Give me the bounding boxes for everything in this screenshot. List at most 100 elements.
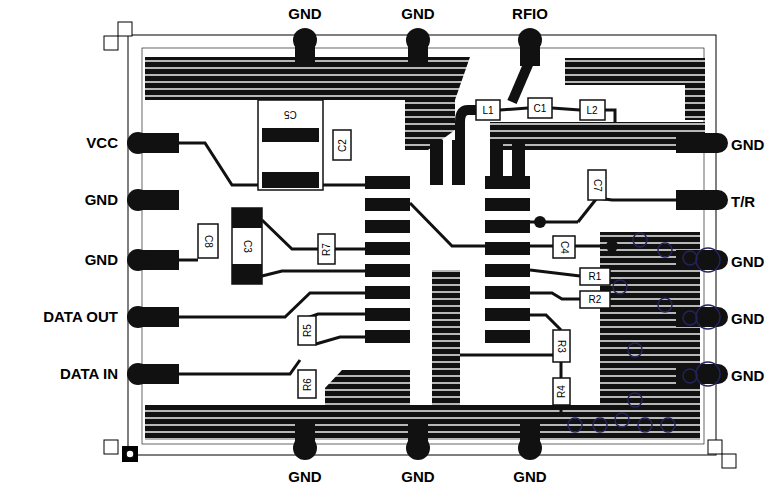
pin-name: RFIO <box>512 6 548 23</box>
ic-pin <box>365 264 410 277</box>
edge-pad-end <box>708 190 728 210</box>
ic-pin <box>490 140 503 185</box>
component-body <box>553 378 570 405</box>
part-name: R6 <box>301 377 312 392</box>
test-dot <box>534 216 546 228</box>
component-body <box>580 291 610 308</box>
component-body <box>553 236 575 258</box>
part-name: R7 <box>320 242 331 257</box>
part-name: R2 <box>588 294 603 305</box>
ic-pin <box>485 242 530 255</box>
corner-marker <box>104 36 118 50</box>
trace <box>335 248 365 251</box>
copper-pour <box>685 85 705 120</box>
via <box>696 305 720 329</box>
edge-pad-end <box>127 189 149 211</box>
via <box>628 393 642 407</box>
component-body <box>528 98 552 118</box>
component-pad <box>232 264 262 284</box>
pin-name: GND <box>288 6 321 23</box>
pin-name: DATA IN <box>60 366 118 383</box>
trace <box>262 271 365 276</box>
via <box>568 418 582 432</box>
corner-marker <box>104 440 118 454</box>
ic-pin <box>485 286 530 299</box>
ic-pin <box>430 140 443 185</box>
trace <box>552 108 580 110</box>
part-name: L1 <box>481 105 494 116</box>
part-name: C3 <box>241 239 252 254</box>
edge-pad-end <box>127 249 149 271</box>
edge-pad-end <box>406 28 430 52</box>
ic-pin <box>485 220 530 233</box>
ic-pin <box>452 140 465 185</box>
component-body <box>588 170 606 200</box>
pin-name: GND <box>731 311 764 328</box>
edge-pad-end <box>293 28 317 52</box>
part-name: C8 <box>202 234 213 249</box>
trace <box>178 360 300 374</box>
part-name: C5 <box>283 109 298 120</box>
trace <box>316 337 365 344</box>
pin-name: GND <box>731 368 764 385</box>
trace <box>560 405 563 412</box>
corner-marker <box>708 440 722 454</box>
pin-name: GND <box>731 137 764 154</box>
via <box>696 362 720 386</box>
via <box>633 233 647 247</box>
component-pad <box>262 128 319 142</box>
ic-pin <box>512 140 525 185</box>
trace <box>500 108 528 110</box>
pin-name: GND <box>85 192 118 209</box>
pin-name: GND <box>513 469 546 486</box>
trace <box>178 259 198 262</box>
copper-pour <box>325 370 410 405</box>
component-body <box>198 224 218 258</box>
pin-name: GND <box>85 252 118 269</box>
trace <box>605 110 615 122</box>
fiducial-target <box>126 450 134 458</box>
via <box>593 418 607 432</box>
copper-pour <box>432 270 460 405</box>
trace <box>530 293 580 299</box>
trace <box>597 198 676 200</box>
trace <box>530 315 561 330</box>
component-body <box>318 234 335 264</box>
board-inner-outline <box>142 48 704 444</box>
component-body <box>476 100 500 120</box>
via <box>683 369 697 383</box>
via <box>615 413 629 427</box>
part-name: R4 <box>555 384 566 399</box>
part-name: C7 <box>591 178 602 193</box>
part-name: C4 <box>558 240 569 255</box>
trace <box>578 198 597 222</box>
component-body <box>333 130 351 160</box>
component-body <box>232 208 262 284</box>
via <box>628 343 642 357</box>
via <box>683 311 697 325</box>
ic-pin <box>485 308 530 321</box>
rf-trace <box>512 60 530 102</box>
ic-pin <box>365 220 410 233</box>
part-name: R1 <box>588 271 603 282</box>
board-outline <box>128 35 716 455</box>
pin-name: DATA OUT <box>43 309 118 326</box>
copper-pour <box>565 58 705 85</box>
trace <box>262 220 318 249</box>
ic-pin <box>485 330 530 343</box>
pin-name: GND <box>401 469 434 486</box>
edge-pad-end <box>406 436 430 460</box>
ic-pin <box>365 242 410 255</box>
ic-pin <box>485 264 530 277</box>
corner-marker <box>722 454 736 468</box>
pin-name: GND <box>401 6 434 23</box>
via <box>658 243 672 257</box>
via <box>613 280 627 294</box>
component-body <box>298 316 316 345</box>
component-body <box>580 100 605 120</box>
part-name: R3 <box>555 339 566 354</box>
via <box>696 248 720 272</box>
via <box>661 418 675 432</box>
part-name: C2 <box>336 138 347 153</box>
